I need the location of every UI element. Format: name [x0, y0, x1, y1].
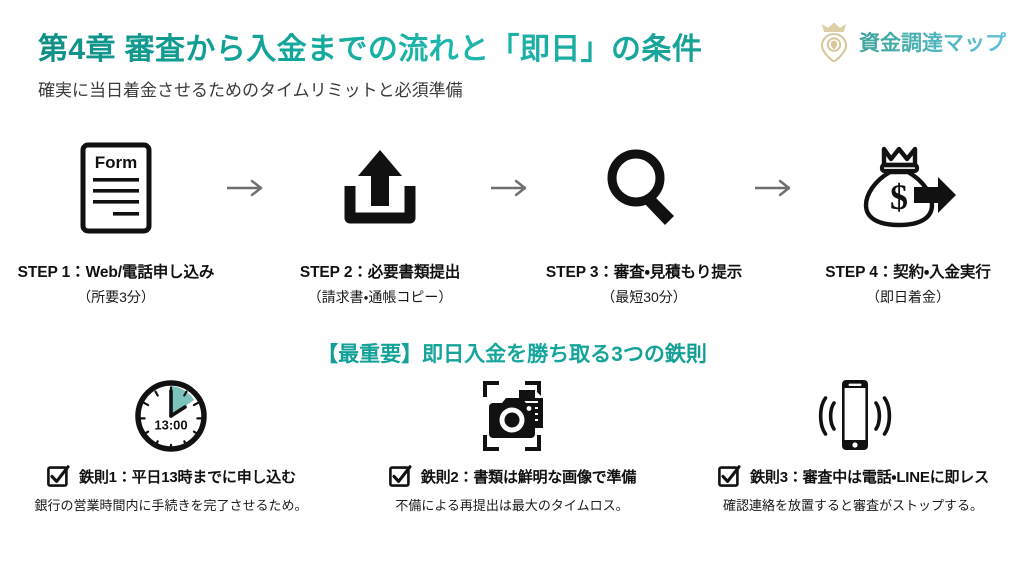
rule-title-row: 鉄則3：審査中は電話・LINEに即レス	[717, 464, 989, 488]
arrow-right-icon	[747, 140, 805, 236]
rules-section-heading: 【最重要】即日入金を勝ち取る3つの鉄則	[0, 338, 1024, 368]
brand-logo: 資金調達マップ	[817, 22, 1006, 63]
step-sublabel: （最短30分）	[601, 289, 687, 305]
vibrating-phone-icon	[807, 378, 899, 454]
step-label: STEP 3：審査・見積もり提示	[545, 264, 743, 281]
rule-title: 鉄則1：平日13時までに申し込む	[79, 468, 296, 486]
rule-item-3: 鉄則3：審査中は電話・LINEに即レス 確認連絡を放置すると審査がストップする。	[683, 378, 1024, 514]
rules-list: 13:00 鉄則1：平日13時までに申し込む 銀行の営業時間内に手続きを完了させ…	[0, 378, 1024, 514]
checkbox-checked-icon	[46, 464, 70, 488]
page-title: 第4章 審査から入金までの流れと「即日」の条件	[38, 24, 702, 68]
clock-icon: 13:00	[133, 378, 209, 454]
magnifier-icon	[602, 140, 686, 236]
clock-time-label: 13:00	[154, 418, 187, 433]
step-label: STEP 4：契約・入金実行	[825, 264, 991, 281]
rule-description: 銀行の営業時間内に手続きを完了させるため。	[34, 498, 308, 513]
money-bag-arrow-icon: $	[858, 140, 958, 236]
rule-title-row: 鉄則1：平日13時までに申し込む	[46, 464, 296, 488]
step-label: STEP 2：必要書類提出	[299, 264, 461, 281]
step-item-1: Form STEP 1：Web/電話申し込み （所要3分）	[13, 140, 219, 307]
rule-item-1: 13:00 鉄則1：平日13時までに申し込む 銀行の営業時間内に手続きを完了させ…	[1, 378, 342, 514]
form-document-icon: Form	[80, 140, 152, 236]
step-item-2: STEP 2：必要書類提出 （請求書・通帳コピー）	[277, 140, 483, 307]
rule-item-2: 鉄則2：書類は鮮明な画像で準備 不備による再提出は最大のタイムロス。	[342, 378, 683, 514]
rule-description: 確認連絡を放置すると審査がストップする。	[722, 498, 983, 513]
step-sublabel: （所要3分）	[77, 289, 155, 305]
crown-pin-icon	[817, 22, 851, 63]
steps-flow: Form STEP 1：Web/電話申し込み （所要3分）	[0, 140, 1024, 310]
brand-logo-text: 資金調達マップ	[859, 27, 1006, 57]
checkbox-checked-icon	[717, 464, 741, 488]
rule-title-row: 鉄則2：書類は鮮明な画像で準備	[388, 464, 636, 488]
upload-icon	[337, 140, 423, 236]
page-subtitle: 確実に当日着金させるためのタイムリミットと必須準備	[38, 81, 463, 100]
checkbox-checked-icon	[388, 464, 412, 488]
camera-document-icon	[469, 378, 555, 454]
step-item-4: $ STEP 4：契約・入金実行 （即日着金）	[805, 140, 1011, 307]
money-bag-currency: $	[890, 177, 908, 217]
rule-title: 鉄則3：審査中は電話・LINEに即レス	[750, 468, 989, 486]
slide-header: 第4章 審査から入金までの流れと「即日」の条件 確実に当日着金させるためのタイム…	[0, 0, 1024, 118]
rule-title: 鉄則2：書類は鮮明な画像で準備	[420, 468, 637, 486]
svg-text:Form: Form	[95, 153, 138, 172]
arrow-right-icon	[219, 140, 277, 236]
step-label: STEP 1：Web/電話申し込み	[17, 264, 215, 281]
rule-description: 不備による再提出は最大のタイムロス。	[395, 498, 629, 513]
step-sublabel: （即日着金）	[866, 289, 950, 305]
arrow-right-icon	[483, 140, 541, 236]
step-item-3: STEP 3：審査・見積もり提示 （最短30分）	[541, 140, 747, 307]
step-sublabel: （請求書・通帳コピー）	[307, 289, 453, 305]
